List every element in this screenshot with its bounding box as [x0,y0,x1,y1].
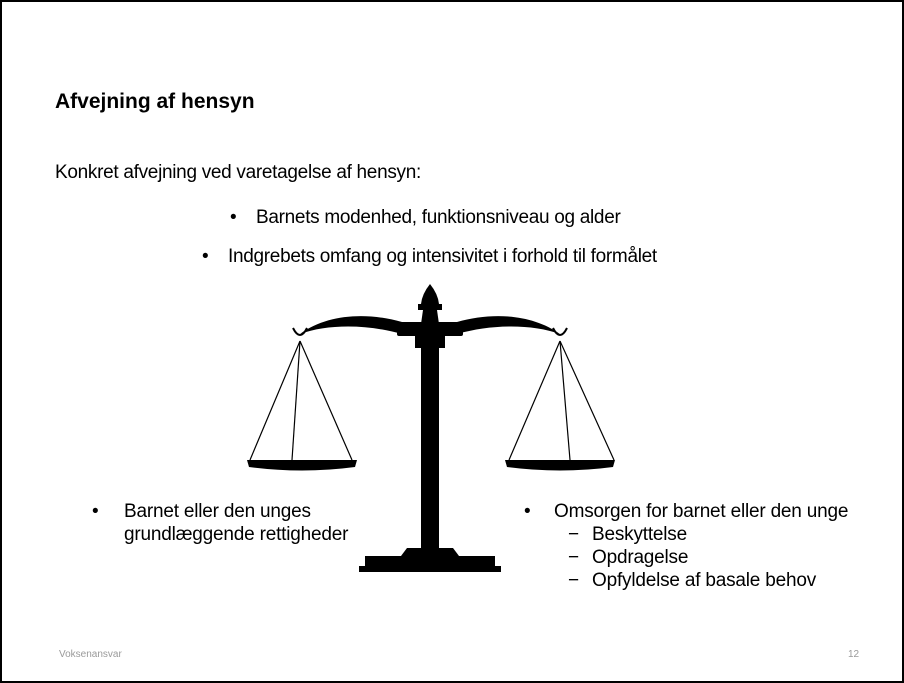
scale-pillar [401,336,459,556]
left-bullet-text: Barnet eller den unges grundlæggende ret… [124,501,349,545]
sub-bullet-item: −Beskyttelse [568,523,894,546]
bullet-marker: • [524,501,531,522]
left-pan [247,340,357,471]
dash-marker: − [568,547,579,568]
sub-bullet-text: Beskyttelse [592,524,687,545]
right-bullet: • Omsorgen for barnet eller den unge −Be… [524,500,894,592]
page-number: 12 [848,649,860,660]
sub-bullet-item: −Opdragelse [568,546,894,569]
scale-base [359,556,501,572]
intro-text: Konkret afvejning ved varetagelse af hen… [55,162,421,183]
center-bullet-text: Barnets modenhed, funktionsniveau og ald… [256,207,621,228]
sub-bullet-text: Opdragelse [592,547,689,568]
right-bullet-text: Omsorgen for barnet eller den unge [554,501,849,522]
dash-marker: − [568,570,579,591]
center-bullet-2: • Indgrebets omfang og intensivitet i for… [202,246,657,268]
right-pan [505,340,615,471]
center-bullet-text: Indgrebets omfang og intensivitet i forh… [228,246,657,267]
left-bullet: • Barnet eller den unges grundlæggende r… [92,500,372,546]
bullet-marker: • [230,207,237,228]
dash-marker: − [568,524,579,545]
sub-bullet-item: −Opfyldelse af basale behov [568,569,894,592]
center-bullet-1: • Barnets modenhed, funktionsniveau og al… [230,207,621,229]
sub-bullet-text: Opfyldelse af basale behov [592,570,817,591]
scale-finial [397,284,463,336]
balance-scale-icon [247,284,615,572]
slide-title: Afvejning af hensyn [55,90,255,113]
bullet-marker: • [202,246,209,267]
footer-label: Voksenansvar [59,649,122,660]
bullet-marker: • [92,501,99,522]
sub-bullet-list: −Beskyttelse −Opdragelse −Opfyldelse af … [568,523,894,592]
